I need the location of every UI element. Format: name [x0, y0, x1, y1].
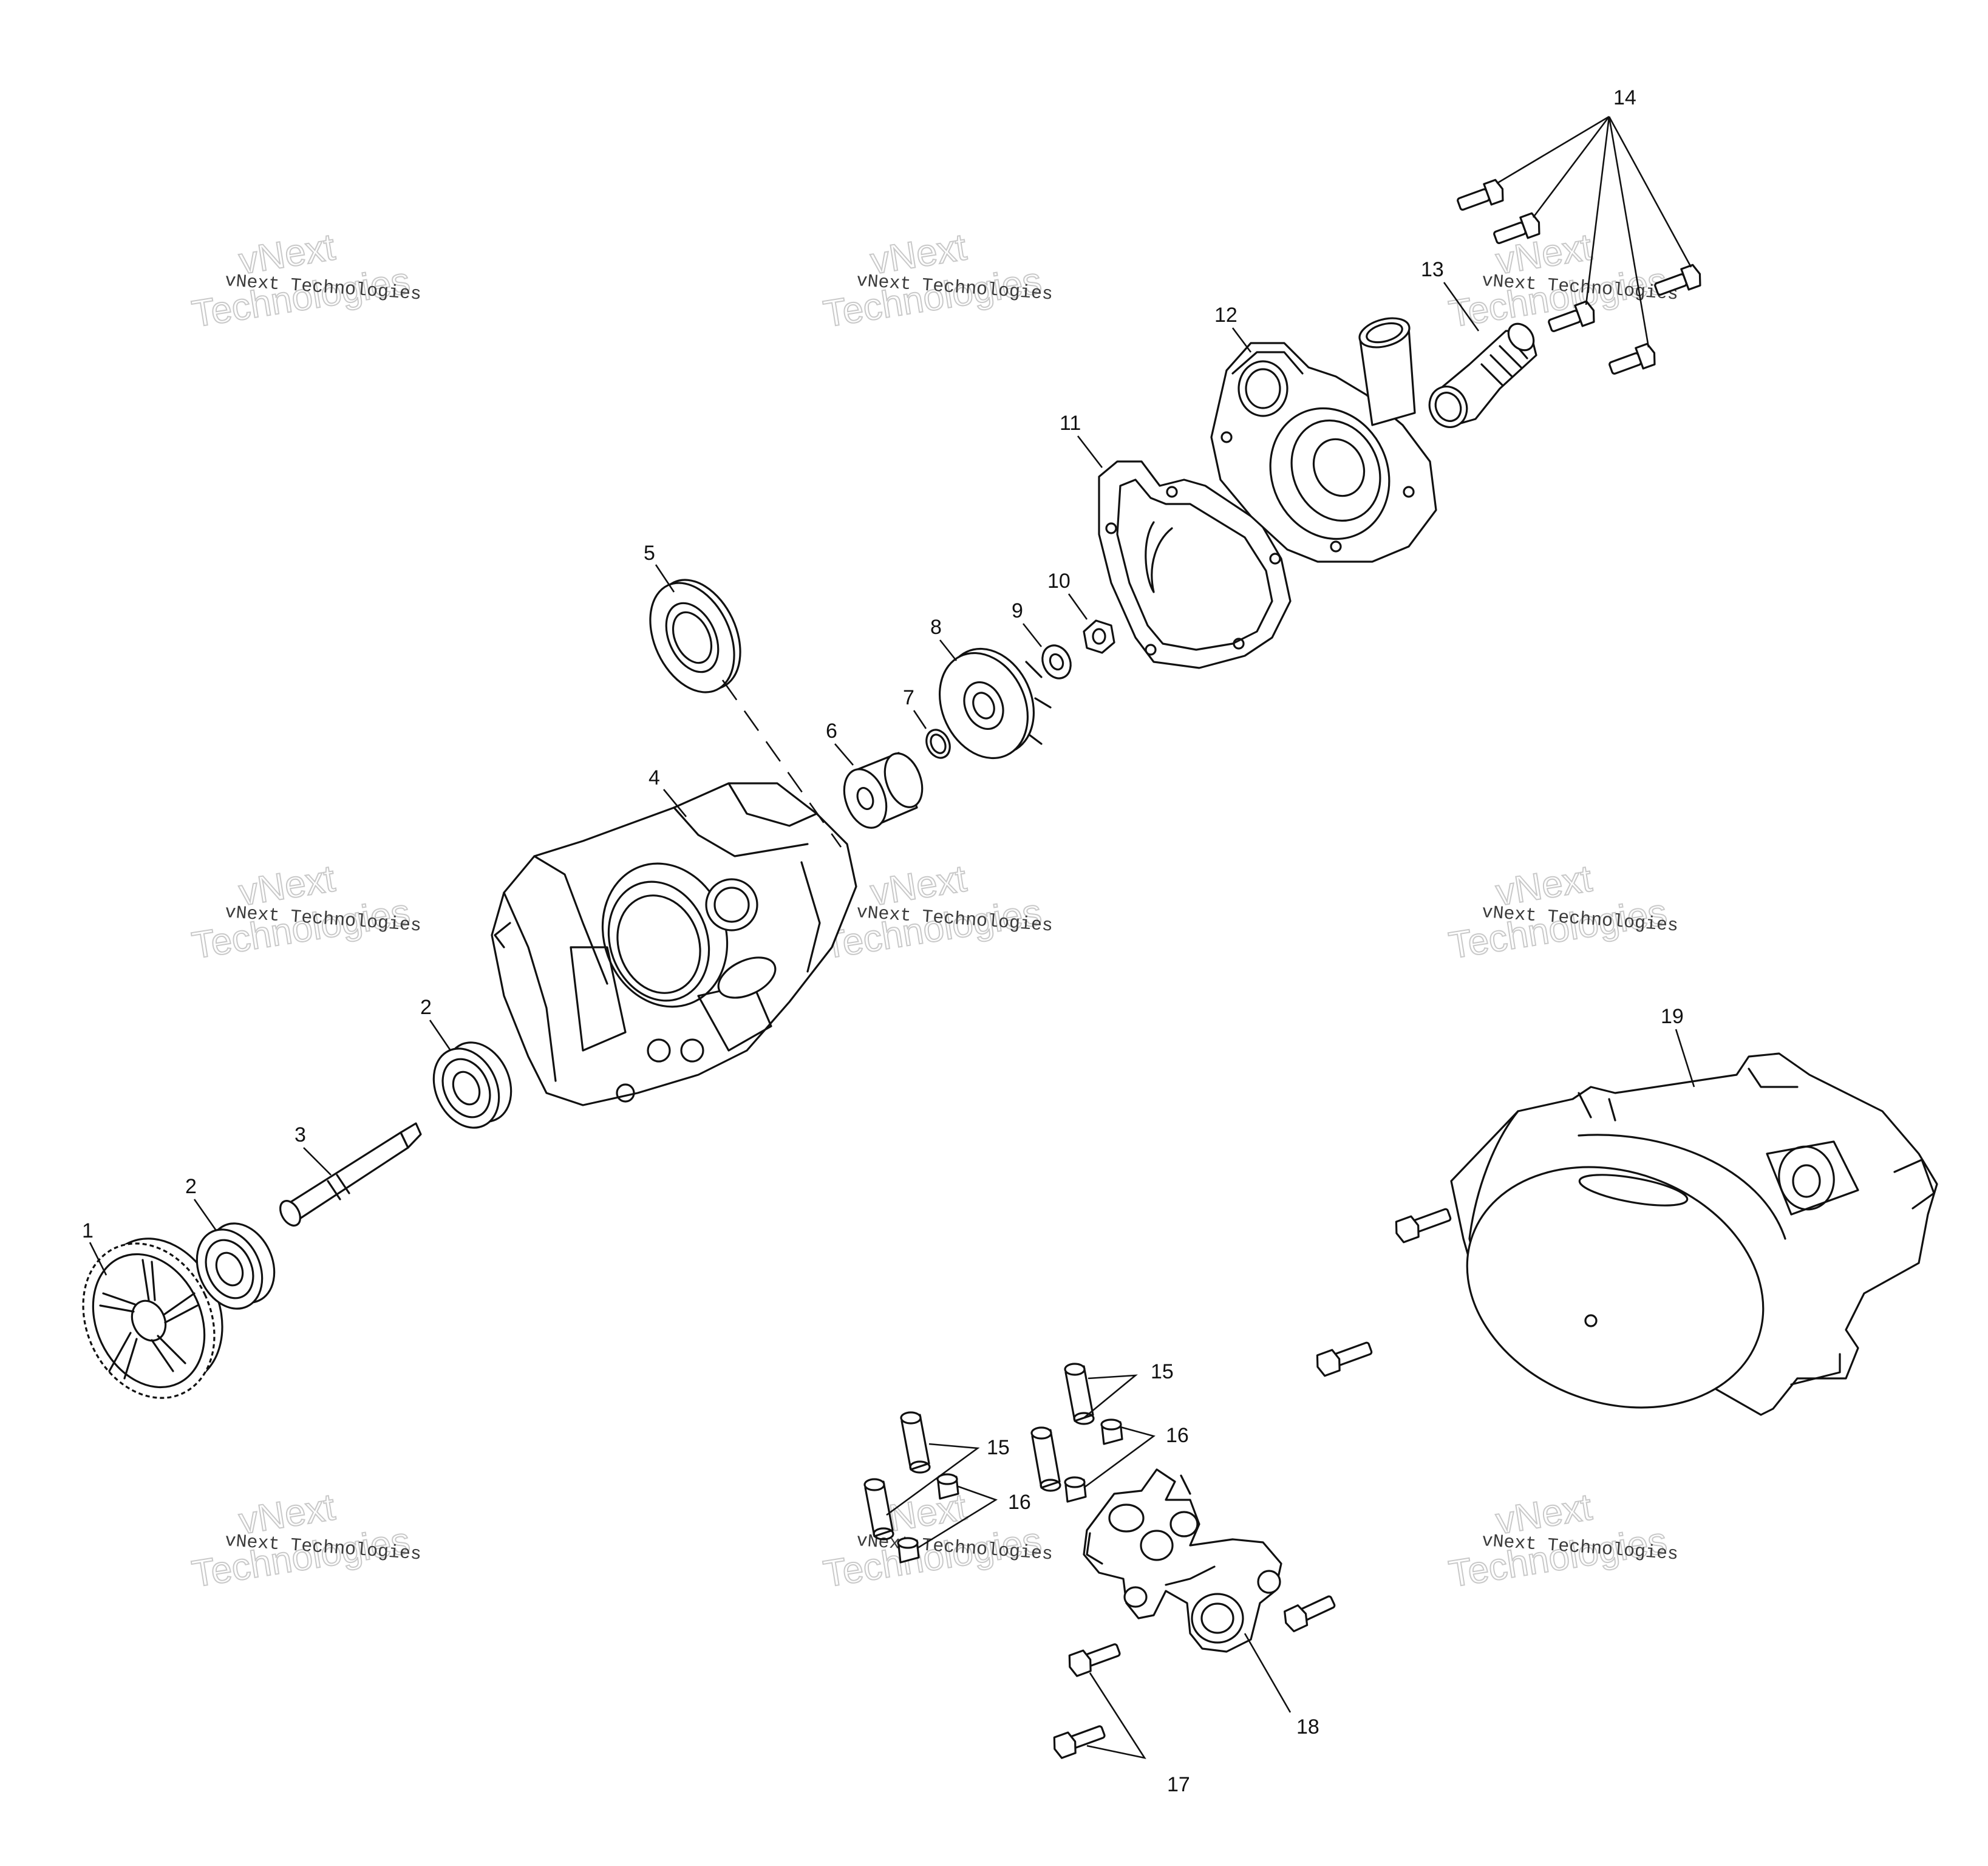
part-2-bearing-upper: [432, 1041, 512, 1129]
leader-5: [655, 564, 675, 593]
callout-2-lower: 2: [185, 1175, 197, 1198]
cover-bolt: [1395, 1208, 1452, 1244]
part-9-washer: [1041, 644, 1072, 679]
part-10-nut: [1083, 619, 1115, 654]
callout-15-upper: 15: [1151, 1360, 1174, 1383]
part-16-bushing: [1100, 1418, 1123, 1445]
leader-2-lower: [193, 1199, 217, 1230]
leader-14: [1496, 115, 1692, 348]
leader-1: [89, 1242, 107, 1276]
callout-2-upper: 2: [420, 996, 432, 1019]
part-1-timing-gear: [82, 1238, 223, 1399]
bolt: [1608, 342, 1656, 375]
callout-6: 6: [826, 720, 837, 743]
bolt: [1493, 212, 1540, 244]
callout-12: 12: [1214, 304, 1237, 327]
part-15-dowel: [900, 1411, 931, 1474]
watermark: vNext Technologies vNext Technologies: [189, 1485, 422, 1596]
part-2-bearing-lower: [196, 1222, 276, 1310]
part-17-bolt: [1053, 1725, 1106, 1759]
part-12-pump-cover: [1210, 317, 1437, 563]
leader-12: [1231, 327, 1252, 353]
pump-body-bolt: [1284, 1595, 1336, 1633]
part-18-pump-body: [1083, 1468, 1282, 1653]
part-19-cover: [1450, 1052, 1938, 1416]
leader-17: [1086, 1672, 1146, 1759]
part-17-bolt: [1068, 1643, 1121, 1677]
leader-15-upper: [1083, 1374, 1138, 1419]
watermark: vNext Technologies vNext Technologies: [1446, 1485, 1679, 1596]
leader-18: [1244, 1633, 1292, 1713]
leader-15-lower: [886, 1443, 980, 1516]
part-8-impeller: [938, 647, 1052, 760]
part-15-dowel: [1064, 1363, 1095, 1425]
leader-7: [913, 710, 927, 729]
cover-bolt: [1316, 1341, 1373, 1377]
leader-4: [662, 789, 687, 817]
leader-16-upper: [1083, 1426, 1156, 1489]
callout-8: 8: [930, 616, 942, 639]
callout-19: 19: [1661, 1005, 1684, 1028]
part-16-bushing: [936, 1473, 959, 1500]
callout-7: 7: [903, 686, 914, 709]
part-15-dowel: [1030, 1426, 1061, 1492]
part-16-bushing: [1064, 1476, 1087, 1503]
watermark-group: vNext Technologies vNext Technologies vN…: [189, 225, 1679, 1596]
leader-8: [939, 639, 958, 661]
bolt: [1457, 179, 1504, 211]
callout-4: 4: [648, 766, 660, 789]
part-16-bushing: [897, 1537, 920, 1564]
callout-9: 9: [1012, 599, 1023, 622]
leader-13: [1443, 282, 1480, 332]
part-13-elbow-fitting: [1428, 322, 1537, 428]
watermark: vNext Technologies vNext Technologies: [820, 857, 1054, 967]
leader-16-lower: [916, 1485, 998, 1550]
part-11-gasket: [1098, 460, 1292, 669]
leader-19: [1675, 1029, 1695, 1088]
leader-3: [303, 1147, 332, 1176]
alignment-dashed-line: [721, 679, 842, 848]
leader-6: [834, 743, 854, 766]
leader-10: [1067, 593, 1088, 620]
watermark: vNext Technologies vNext Technologies: [1446, 857, 1679, 967]
leader-11: [1077, 435, 1103, 468]
callout-13: 13: [1421, 258, 1444, 281]
callout-10: 10: [1047, 570, 1071, 593]
bolt: [1548, 300, 1595, 332]
watermark: vNext Technologies vNext Technologies: [820, 225, 1054, 336]
callout-16-upper: 16: [1166, 1424, 1189, 1447]
callout-1: 1: [82, 1219, 94, 1242]
callout-17: 17: [1167, 1773, 1190, 1796]
callout-11: 11: [1060, 412, 1081, 435]
leader-9: [1022, 623, 1043, 647]
part-6-bushing: [843, 752, 924, 829]
callout-5: 5: [644, 542, 655, 565]
watermark: vNext Technologies vNext Technologies: [189, 857, 422, 967]
part-15-dowel: [863, 1478, 894, 1541]
part-7-washer: [925, 729, 951, 759]
part-5-seal: [649, 579, 741, 693]
callout-15-lower: 15: [987, 1436, 1010, 1459]
part-4-housing: [491, 782, 857, 1106]
callout-16-lower: 16: [1008, 1491, 1031, 1514]
watermark: vNext Technologies vNext Technologies: [189, 225, 422, 336]
part-14-bolts: [1457, 179, 1701, 375]
leader-2-upper: [429, 1020, 452, 1051]
part-3-shaft: [279, 1122, 422, 1227]
callout-14: 14: [1613, 86, 1636, 109]
callout-3: 3: [294, 1123, 306, 1146]
callout-18: 18: [1296, 1715, 1319, 1738]
